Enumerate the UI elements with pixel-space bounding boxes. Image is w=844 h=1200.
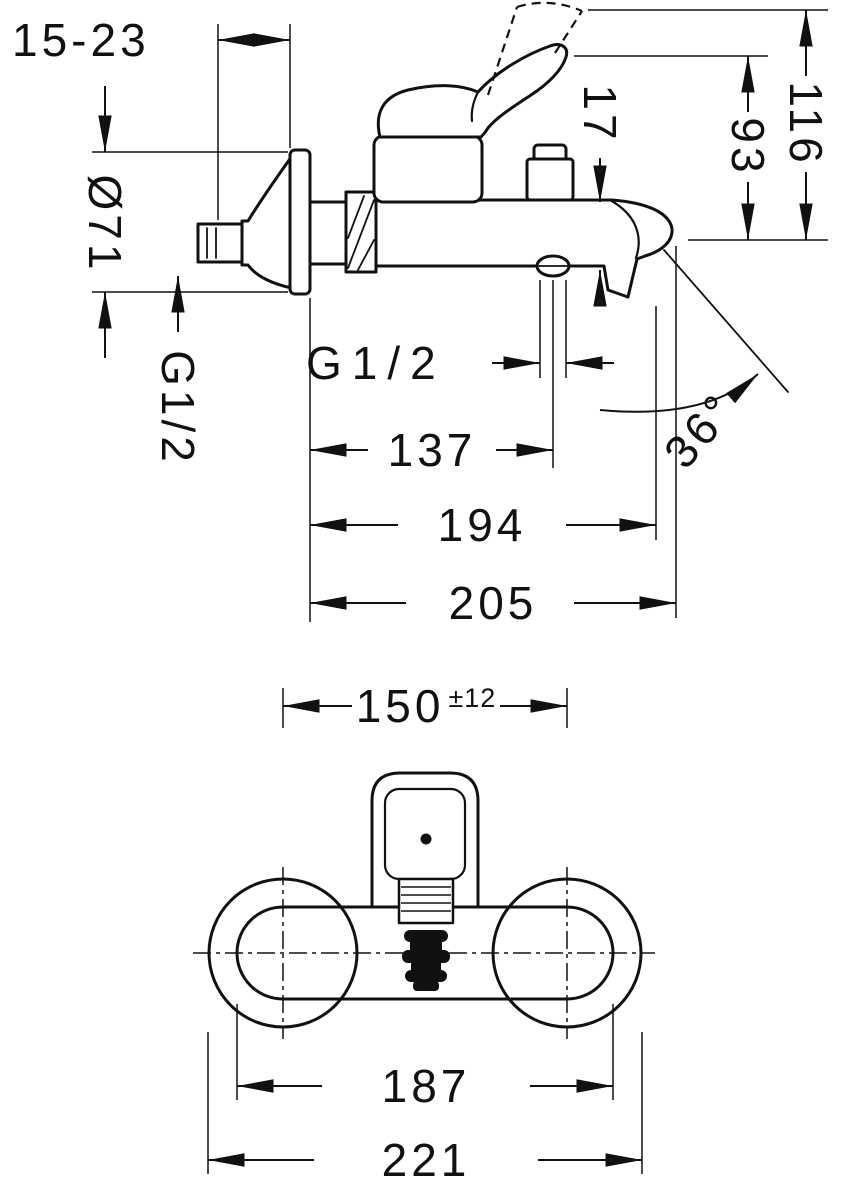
dim-overall-width: 221 [207,1032,643,1186]
dim-length-to-shower-outlet: 137 [309,280,554,622]
dim-label-wall-thread: G1/2 [152,350,204,466]
dim-wall-thread: G1/2 [152,276,204,466]
extension-lines [588,9,828,241]
extension-lines [309,280,554,622]
dim-label-spout-angle: 36° [654,382,747,478]
diverter-body [525,157,575,202]
dim-length-to-spout-outlet: 194 [310,306,657,551]
dim-wall-distance-range: 15-23 [12,14,291,220]
dim-label-length-to-spout-outlet: 194 [438,499,527,551]
dim-label-height-to-lever: 93 [722,117,774,176]
union-collar [308,200,348,266]
dim-label-escutcheon-diameter: Ø71 [79,175,131,274]
lever-handle [376,43,569,139]
handle-screw-dot [420,833,432,845]
dim-label-overall-width: 221 [382,1134,471,1186]
dim-shower-outlet-thread: G1/2 [306,280,614,389]
dim-body-width: 187 [236,1004,614,1112]
cartridge-escutcheon [372,134,484,204]
dim-length-overall: 205 [310,246,677,629]
dim-connection-tolerance: ±12 [448,683,496,713]
front-view: 150±12 187 221 [193,680,655,1186]
tower-threaded-neck [397,877,455,925]
wall-connection-nipple [196,222,244,264]
dim-label-shower-outlet-thread: G1/2 [306,337,446,389]
extension-lines [217,24,291,220]
spout-nose-contour [608,198,640,260]
mixer-body-and-spout [374,198,674,299]
dim-connection-distance: 150±12 [282,680,568,732]
dim-label-height-overall: 116 [780,81,832,166]
dim-label-body-width: 187 [382,1060,471,1112]
mixer-side-drawing [196,1,674,299]
dim-height-to-lever: 93 [574,55,774,240]
union-nut-hatching [347,195,375,271]
dim-spout-drop: 17 [574,84,626,307]
dim-label-length-to-shower-outlet: 137 [388,424,477,476]
angle-leader-arrow [599,373,759,413]
dim-height-overall: 116 [588,9,832,241]
extension-lines [207,1032,643,1174]
lever-handle-detail [470,90,480,123]
dim-label-wall-distance: 15-23 [12,14,150,66]
angle-reference-line [663,249,789,393]
lever-raised-position-dashed [486,1,583,96]
mixer-front-drawing [193,771,655,1039]
extension-lines [92,151,288,293]
escutcheon-cone [240,154,294,290]
side-view: 15-23 Ø71 G1/2 17 93 [12,1,832,629]
dim-label-connection-distance: 150±12 [356,680,497,732]
dim-label-spout-drop: 17 [574,84,626,143]
dim-label-length-overall: 205 [449,577,538,629]
diverter-pull-knob [402,930,450,991]
escutcheon-flange [288,148,312,296]
dim-connection-value: 150 [356,680,445,732]
dim-escutcheon-diameter: Ø71 [79,86,288,358]
neck-thread-lines [401,886,451,912]
